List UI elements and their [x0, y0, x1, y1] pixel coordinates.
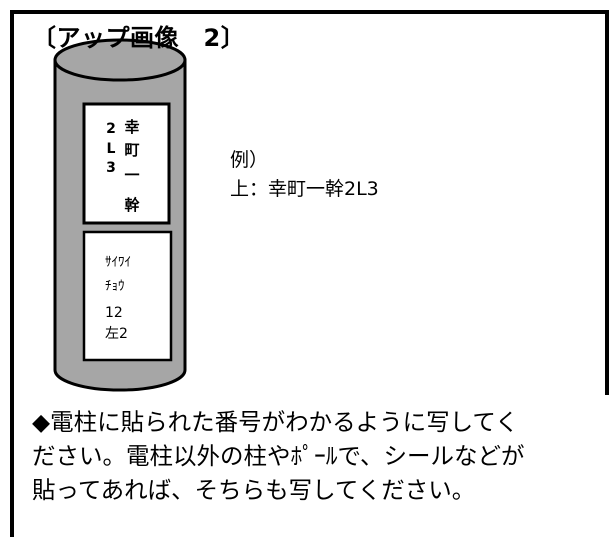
utility-pole-illustration: 2 L 3 幸 町 一 幹 ｻｲﾜｲ ﾁｮｳ 12 左2 — [53, 38, 187, 392]
sticker-line-1: ﾁｮｳ — [105, 279, 125, 294]
lower-sticker-plate — [82, 230, 173, 362]
example-label: 例） — [230, 149, 269, 171]
instruction-line: 貼ってあれば、そちらも写してください。 — [32, 476, 476, 504]
plate-char-left-2: 3 — [106, 160, 116, 176]
plate-char-right-2: 一 — [124, 166, 139, 184]
instruction-note: ◆電柱に貼られた番号がわかるように写してく ださい。電柱以外の柱やﾎﾟｰﾙで、シ… — [32, 405, 597, 507]
plate-char-right-1: 町 — [124, 141, 139, 159]
plate-char-left-0: 2 — [106, 121, 116, 137]
page-title: 〔アップ画像 2〕 — [32, 24, 246, 52]
instruction-line: ◆電柱に貼られた番号がわかるように写してく — [32, 408, 519, 436]
upper-number-plate — [82, 102, 171, 225]
instruction-line: ださい。電柱以外の柱やﾎﾟｰﾙで、シールなどが — [32, 442, 525, 470]
pole-top-cap — [53, 38, 187, 82]
example-text: 上：幸町一幹2L3 — [230, 178, 379, 200]
sticker-line-2: 12 — [105, 305, 123, 321]
sticker-line-0: ｻｲﾜｲ — [105, 255, 131, 270]
plate-char-right-3: 幹 — [124, 196, 140, 214]
sticker-line-3: 左2 — [105, 326, 128, 342]
plate-char-left-1: L — [107, 141, 116, 157]
plate-char-right-0: 幸 — [124, 118, 139, 136]
